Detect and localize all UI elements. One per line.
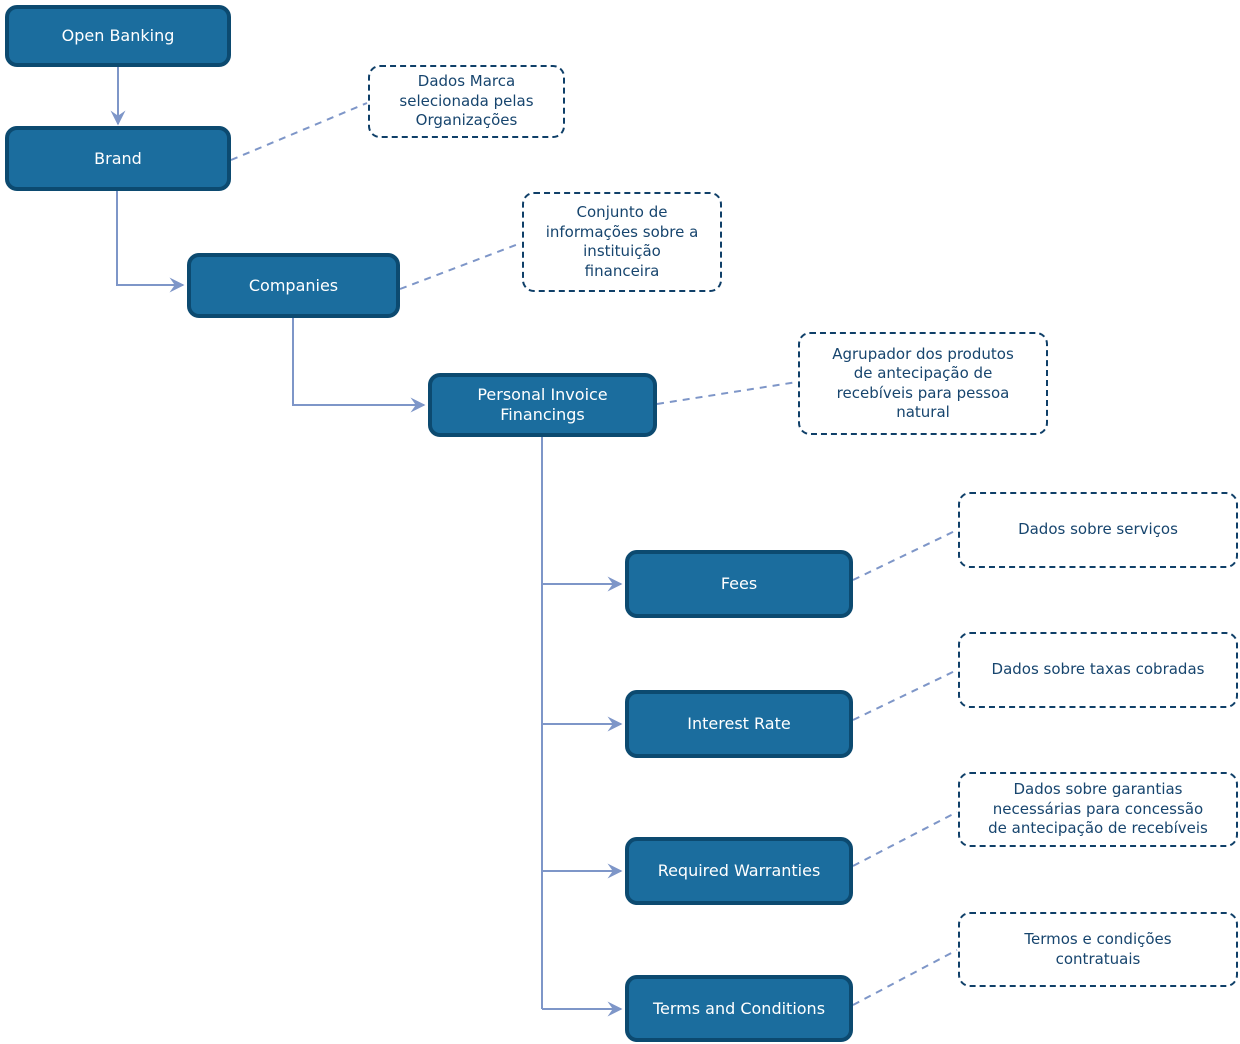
node-terms-and-conditions: Terms and Conditions [625,975,853,1042]
annotation-terms-and-conditions: Termos e condições contratuais [958,912,1238,987]
annotation-companies: Conjunto de informações sobre a institui… [522,192,722,292]
node-brand: Brand [5,126,231,191]
node-interest-rate: Interest Rate [625,690,853,758]
annotation-required-warranties: Dados sobre garantias necessárias para c… [958,772,1238,847]
node-fees: Fees [625,550,853,618]
annotation-connector-fees [852,529,958,581]
connector-brand-to-companies [116,191,185,293]
annotation-personal-invoice-financings: Agrupador dos produtos de antecipação de… [798,332,1048,435]
node-personal-invoice-financings: Personal Invoice Financings [428,373,657,437]
annotation-connector-interest-rate [852,669,958,721]
node-companies: Companies [187,253,400,318]
annotation-connector-companies [399,242,522,290]
connector-companies-to-personal-invoice-financings [292,318,426,413]
annotation-fees: Dados sobre serviços [958,492,1238,568]
annotation-connector-brand [230,102,368,161]
annotation-brand: Dados Marca selecionada pelas Organizaçõ… [368,65,565,138]
annotation-connector-required-warranties [852,811,958,867]
annotation-connector-terms-and-conditions [852,949,958,1006]
annotation-connector-personal-invoice-financings [656,381,798,405]
node-required-warranties: Required Warranties [625,837,853,905]
node-open-banking: Open Banking [5,5,231,67]
annotation-interest-rate: Dados sobre taxas cobradas [958,632,1238,708]
